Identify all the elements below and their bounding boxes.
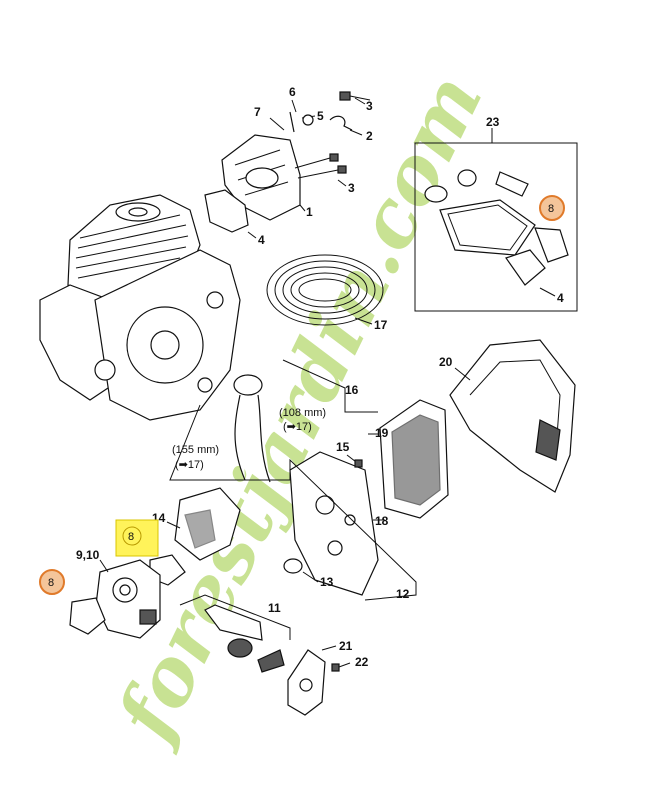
label-part-22: 22 xyxy=(355,655,369,669)
label-part-17: 17 xyxy=(374,318,388,332)
label-part-4-inset: 4 xyxy=(557,291,564,305)
label-part-16: 16 xyxy=(345,383,359,397)
label-part-15: 15 xyxy=(336,440,350,454)
label-part-2: 2 xyxy=(366,129,373,143)
part-2-clip xyxy=(329,115,353,131)
label-part-20: 20 xyxy=(439,355,453,369)
part-16-hoses xyxy=(169,359,378,483)
label-part-4-left: 4 xyxy=(258,233,265,247)
inset-gasket-kit xyxy=(414,128,578,312)
part-1-bracket xyxy=(221,134,306,221)
label-part-12: 12 xyxy=(396,587,410,601)
label-part-5: 5 xyxy=(317,109,324,123)
highlight-box-8[interactable]: 8 xyxy=(115,519,159,557)
label-part-3-top: 3 xyxy=(366,99,373,113)
part-4-gasket xyxy=(204,189,249,233)
part-15-screw xyxy=(354,459,363,468)
part-5-washer xyxy=(302,114,314,126)
label-part-6: 6 xyxy=(289,85,296,99)
label-part-19: 19 xyxy=(375,426,389,440)
label-part-18: 18 xyxy=(375,514,389,528)
callout-155mm-ref: (➡17) xyxy=(175,459,204,471)
callout-circle-8-inset[interactable]: 8 xyxy=(539,195,565,221)
part-3-screw-top xyxy=(339,91,371,101)
part-3-screws-mid xyxy=(294,153,347,179)
callout-108mm: (108 mm) xyxy=(279,407,326,419)
label-part-23: 23 xyxy=(486,115,500,129)
part-17-hose-coil xyxy=(266,254,384,326)
part-18-housing xyxy=(289,451,379,596)
part-22-screw xyxy=(331,662,351,672)
label-part-11: 11 xyxy=(268,601,281,615)
part-14-intake xyxy=(174,487,241,561)
label-part-8-highlight: 8 xyxy=(128,531,134,543)
label-part-21: 21 xyxy=(339,639,353,653)
engine-cylinder xyxy=(39,194,241,421)
part-13-grommet xyxy=(283,558,303,574)
part-11-choke xyxy=(179,594,291,673)
callout-circle-8-left[interactable]: 8 xyxy=(39,569,65,595)
part-21-cover-plate xyxy=(287,649,326,716)
part-12-leader xyxy=(289,458,417,601)
part-9-10-carburetor xyxy=(95,559,161,639)
part-19-air-filter xyxy=(379,399,449,519)
label-part-8-inset: 8 xyxy=(548,203,554,215)
part-20-cover xyxy=(449,339,576,493)
label-part-9-10: 9,10 xyxy=(76,548,100,562)
part-8-gasket-left xyxy=(69,597,106,635)
label-part-7: 7 xyxy=(254,105,261,119)
part-6-spring xyxy=(289,111,295,133)
callout-108mm-ref: (➡17) xyxy=(283,421,312,433)
label-part-13: 13 xyxy=(320,575,334,589)
label-part-8-left: 8 xyxy=(48,577,54,589)
label-part-3-mid: 3 xyxy=(348,181,355,195)
label-part-1: 1 xyxy=(306,205,313,219)
callout-155mm: (155 mm) xyxy=(172,444,219,456)
